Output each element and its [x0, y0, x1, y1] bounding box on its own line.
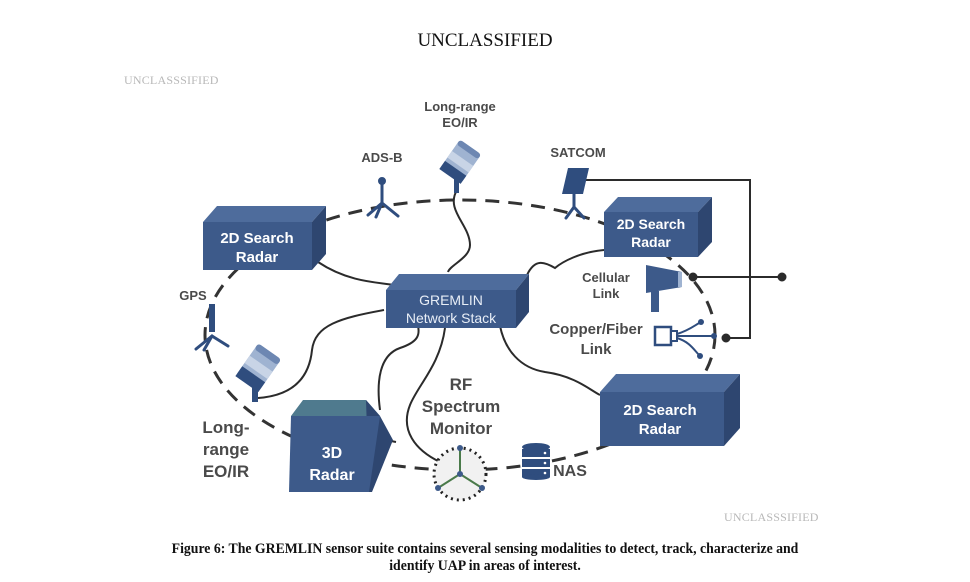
- eoir-left-label-3: EO/IR: [203, 462, 249, 481]
- figure-caption-line-2: identify UAP in areas of interest.: [389, 558, 581, 574]
- gps-label: GPS: [179, 288, 207, 303]
- eoir-left-label-2: range: [203, 440, 249, 459]
- radar-2d-left: 2D Search Radar: [203, 206, 326, 270]
- cable-rf-monitor: [405, 327, 446, 463]
- eoir-top-label-1: Long-range: [424, 99, 496, 114]
- network-cables: [257, 189, 605, 463]
- watermark-top-left: UNCLASSSIFIED: [124, 73, 219, 87]
- radar-2d-right-top-label-1: 2D Search: [617, 216, 685, 232]
- watermark-bottom-right: UNCLASSSIFIED: [724, 510, 819, 524]
- adsb-antenna-icon: [366, 177, 400, 219]
- radar-3d-label-1: 3D: [322, 445, 342, 462]
- copper-fiber-label-1: Copper/Fiber: [549, 321, 643, 338]
- nas-label: NAS: [553, 463, 587, 480]
- rf-monitor-label-1: RF: [450, 375, 473, 394]
- eoir-left-camera-icon: [235, 344, 281, 402]
- figure-caption-line-1: Figure 6: The GREMLIN sensor suite conta…: [171, 541, 799, 557]
- satcom-bus-line: [586, 179, 751, 339]
- nas-storage-icon: [522, 443, 550, 480]
- figure-caption: Figure 6: The GREMLIN sensor suite conta…: [100, 541, 870, 575]
- radar-2d-left-label-2: Radar: [236, 249, 279, 266]
- cable-left-radar: [317, 261, 396, 286]
- cable-right-top-radar: [526, 249, 605, 276]
- classification-header: UNCLASSIFIED: [417, 30, 553, 51]
- copper-fiber-link-icon: [653, 319, 717, 359]
- eoir-left-label-1: Long-: [202, 418, 249, 437]
- gremlin-network-stack[interactable]: GREMLIN Network Stack: [386, 274, 529, 328]
- cable-right-bottom-radar: [499, 325, 601, 396]
- radar-2d-right-bottom-label-1: 2D Search: [623, 402, 696, 419]
- rf-monitor-label-3: Monitor: [430, 419, 493, 438]
- radar-3d-label-2: Radar: [309, 467, 354, 484]
- radar-2d-right-top-label-2: Radar: [631, 234, 671, 250]
- satcom-dish-icon: [562, 168, 589, 220]
- eoir-top-camera-icon: [439, 140, 481, 193]
- radar-2d-left-label-1: 2D Search: [220, 230, 293, 247]
- rf-monitor-label-2: Spectrum: [422, 397, 500, 416]
- backhaul-bus: [586, 179, 787, 343]
- hub-label-2: Network Stack: [406, 310, 497, 326]
- hub-label-1: GREMLIN: [419, 292, 483, 308]
- cellular-label-1: Cellular: [582, 270, 630, 285]
- radar-3d: 3D Radar: [289, 400, 393, 492]
- cellular-label-2: Link: [593, 286, 620, 301]
- gps-antenna-icon: [194, 304, 230, 352]
- radar-2d-right-bottom: 2D Search Radar: [600, 374, 740, 446]
- rf-spectrum-monitor-icon: [432, 445, 488, 502]
- cable-top-eoir: [447, 189, 472, 273]
- satcom-label: SATCOM: [550, 145, 605, 160]
- cellular-link-icon: [646, 265, 682, 312]
- cable-left-eoir: [257, 309, 385, 399]
- cable-3d-radar: [377, 325, 420, 411]
- radar-2d-right-bottom-label-2: Radar: [639, 421, 682, 438]
- adsb-label: ADS-B: [361, 150, 402, 165]
- copper-fiber-label-2: Link: [581, 341, 612, 358]
- eoir-top-label-2: EO/IR: [442, 115, 478, 130]
- radar-2d-right-top: 2D Search Radar: [604, 197, 712, 257]
